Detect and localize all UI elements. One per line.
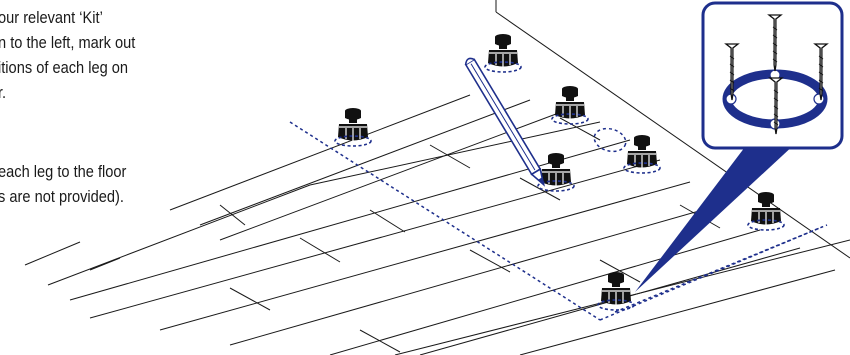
furniture-leg-icon — [597, 271, 635, 311]
leg-layout-guides — [289, 121, 828, 321]
step-one-line-2: n to the left, mark out — [0, 33, 136, 52]
step-one-line-1: our relevant ‘Kit’ — [0, 8, 103, 27]
furniture-leg-icon — [551, 85, 589, 125]
step-one-line-4: r. — [0, 83, 7, 102]
step-two-line-1: each leg to the floor — [0, 162, 127, 181]
step-two-line-2: s are not provided). — [0, 187, 124, 206]
instruction-text: our relevant ‘Kit’ n to the left, mark o… — [0, 0, 260, 240]
furniture-leg-icon — [484, 33, 522, 73]
furniture-leg-icon — [334, 107, 372, 147]
furniture-leg-icon — [747, 191, 785, 231]
step-one-line-3: itions of each leg on — [0, 58, 129, 77]
furniture-leg-icon — [623, 134, 661, 174]
detail-callout — [635, 1, 844, 292]
floor-planks — [24, 0, 850, 355]
pencil-icon — [464, 57, 545, 187]
